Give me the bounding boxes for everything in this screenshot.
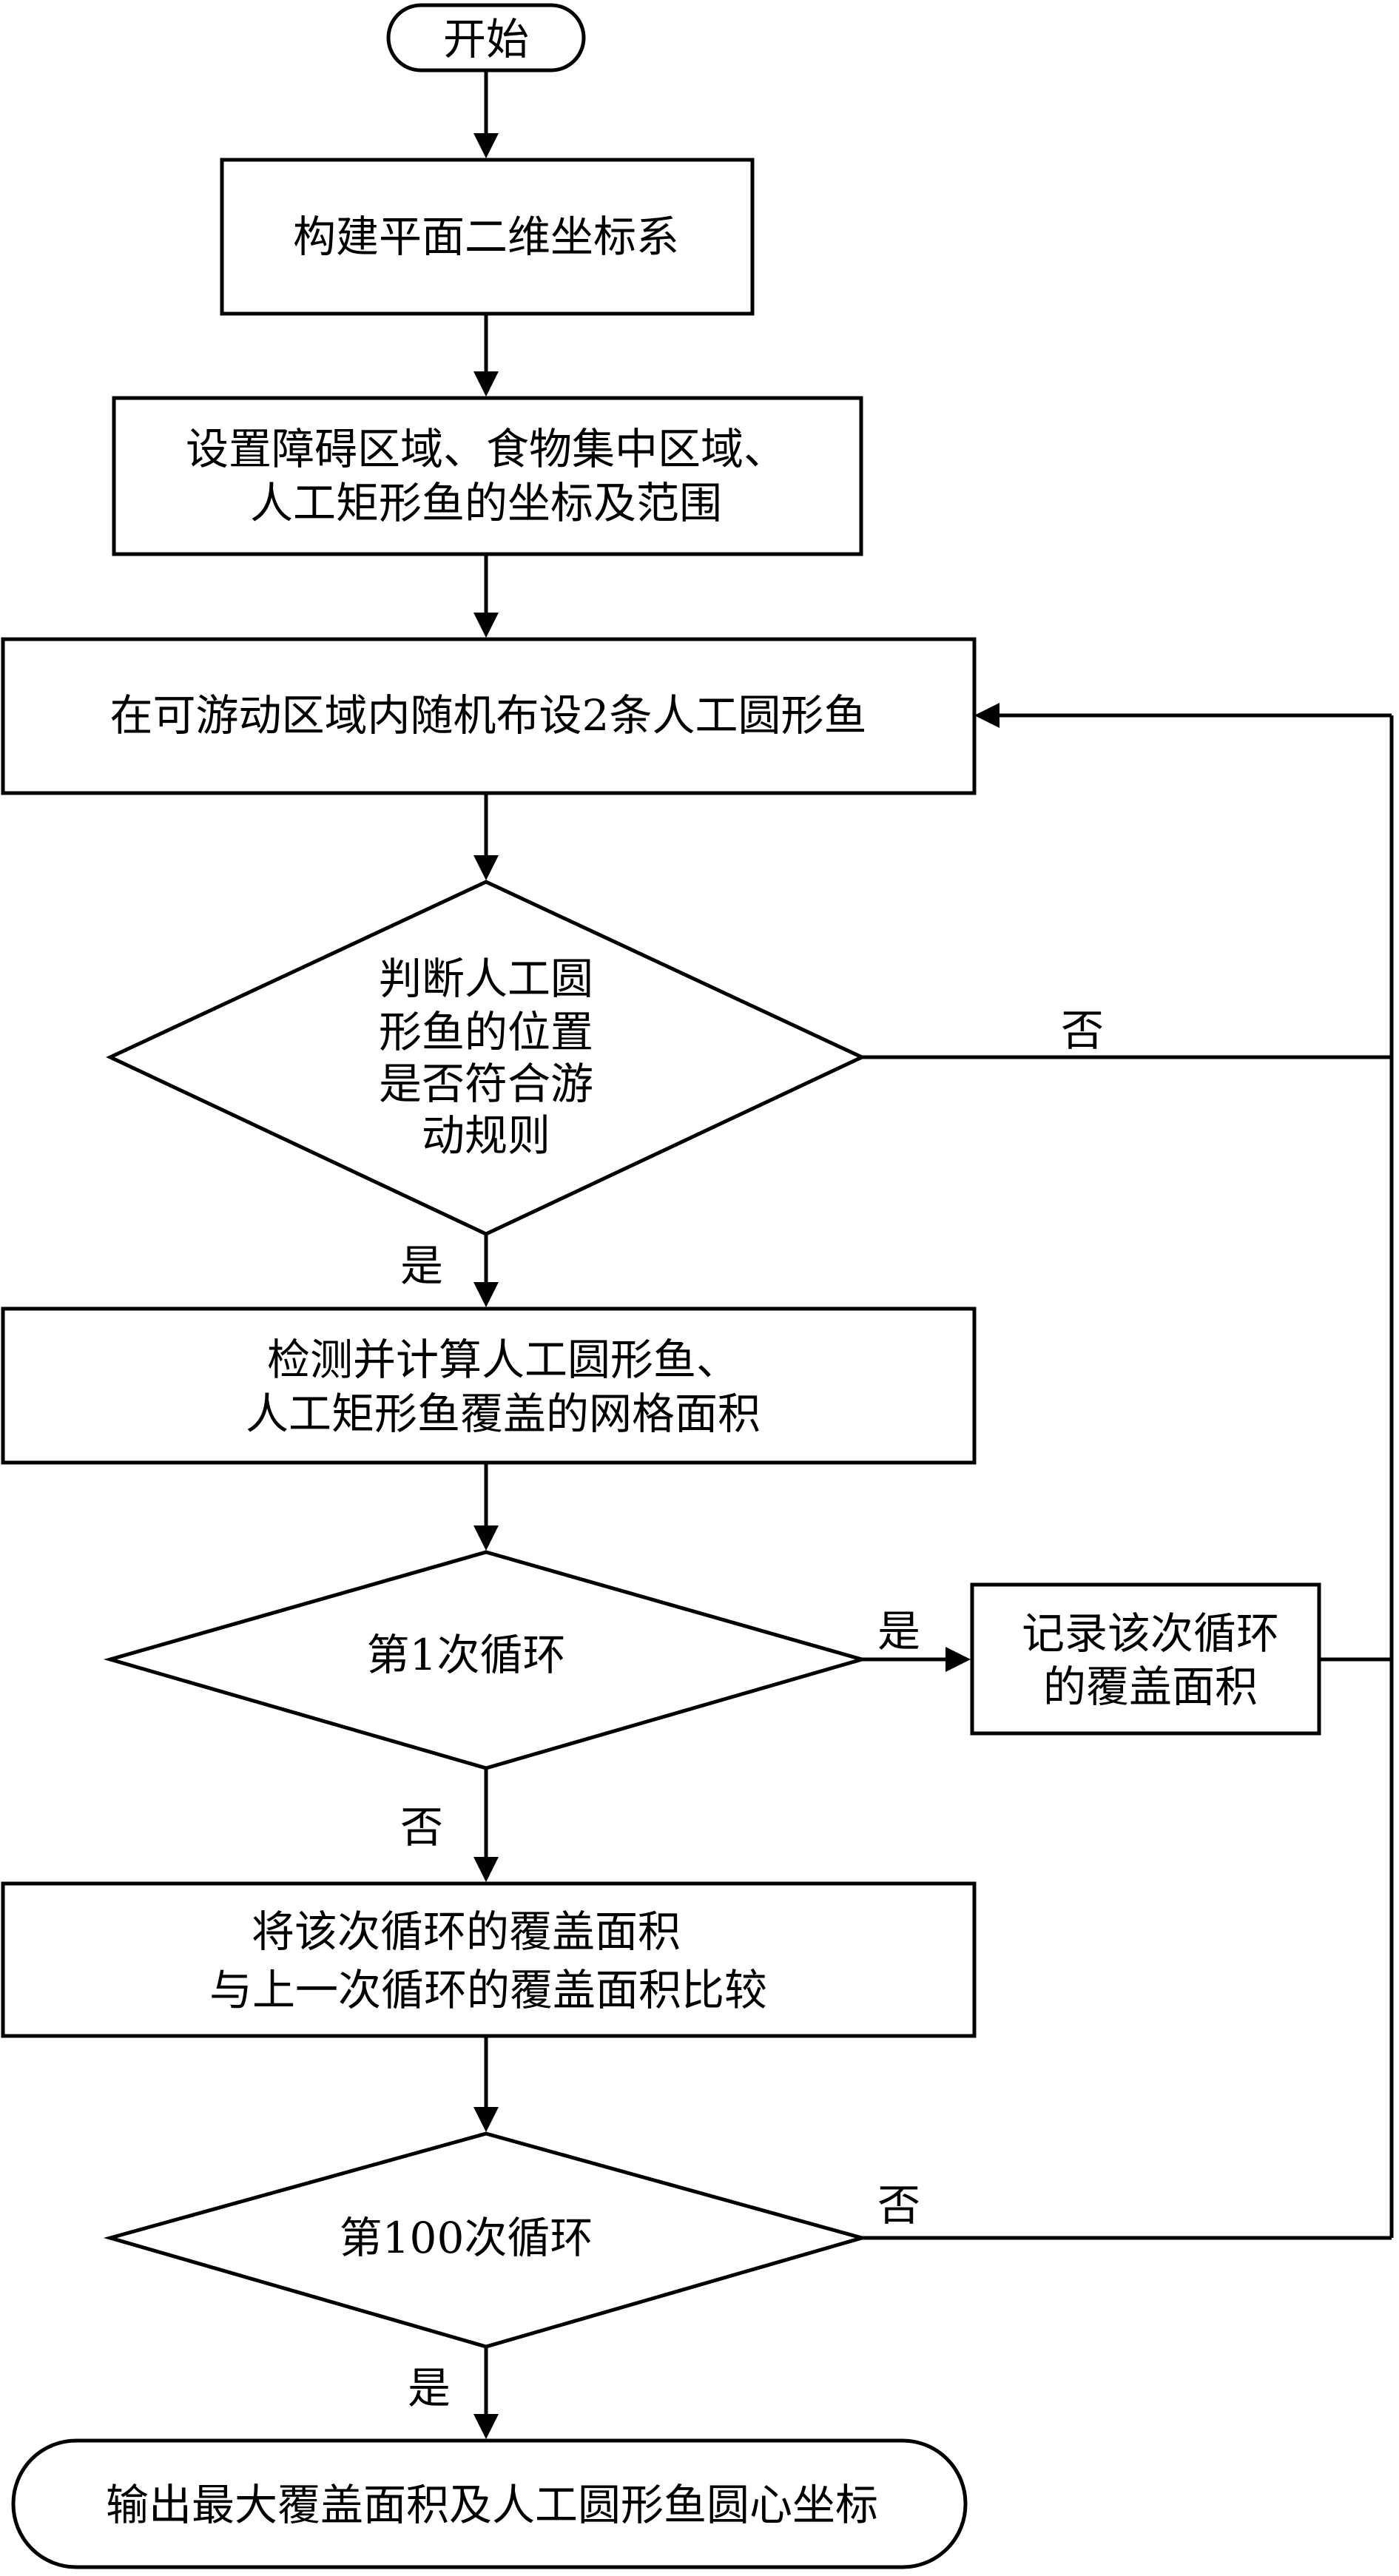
decision-first-loop: 第1次循环: [103, 1550, 869, 1770]
decision-first-label: 第1次循环: [367, 1630, 566, 1680]
start-label: 开始: [443, 14, 529, 64]
step-setup-label-line2: 人工矩形鱼的坐标及范围: [250, 478, 722, 528]
arrowhead: [473, 2414, 499, 2439]
label-no-rules: 否: [1061, 1005, 1104, 1056]
step-compare-label-line2: 与上一次循环的覆盖面积比较: [209, 1965, 767, 2015]
arrowhead: [974, 703, 999, 728]
label-yes-rules: 是: [400, 1241, 443, 1291]
arrowhead: [473, 855, 499, 880]
step-detect-label-line1: 检测并计算人工圆形鱼、: [267, 1335, 739, 1385]
arrowhead: [473, 1857, 499, 1882]
arrowhead: [473, 1282, 499, 1307]
end-label: 输出最大覆盖面积及人工圆形鱼圆心坐标: [106, 2480, 878, 2530]
label-yes-first: 是: [877, 1606, 920, 1656]
arrowhead: [473, 613, 499, 638]
step-detect-label-line2: 人工矩形鱼覆盖的网格面积: [246, 1389, 761, 1439]
label-no-first: 否: [400, 1802, 443, 1852]
step-detect-compute: 检测并计算人工圆形鱼、 人工矩形鱼覆盖的网格面积: [1, 1306, 977, 1465]
step-compare-label-line1: 将该次循环的覆盖面积: [252, 1906, 681, 1957]
connectors: [473, 70, 1394, 2439]
step-record-label-line1: 记录该次循环: [1022, 1608, 1279, 1659]
arrowhead: [945, 1647, 971, 1672]
step-record-label-line2: 的覆盖面积: [1043, 1662, 1258, 1712]
step-coord-label: 构建平面二维坐标系: [293, 212, 679, 262]
decision-swim-rules: 判断人工圆 形鱼的位置 是否符合游 动规则: [106, 880, 866, 1236]
end-terminal: 输出最大覆盖面积及人工圆形鱼圆心坐标: [11, 2438, 968, 2569]
step-setup-regions: 设置障碍区域、食物集中区域、 人工矩形鱼的坐标及范围: [112, 396, 863, 556]
arrowhead: [473, 371, 499, 397]
start-terminal: 开始: [386, 3, 586, 73]
label-yes-hundred: 是: [408, 2363, 451, 2413]
decision-rules-line1: 判断人工圆: [379, 954, 593, 1004]
arrowhead: [473, 1525, 499, 1551]
step-compare-areas: 将该次循环的覆盖面积 与上一次循环的覆盖面积比较: [1, 1881, 977, 2038]
decision-hundredth-loop: 第100次循环: [103, 2131, 869, 2349]
decision-hundred-label: 第100次循环: [340, 2213, 593, 2263]
step-build-coordinate-system: 构建平面二维坐标系: [220, 158, 755, 316]
arrowhead: [473, 2107, 499, 2132]
step-place-label: 在可游动区域内随机布设2条人工圆形鱼: [110, 690, 867, 741]
arrowhead: [473, 133, 499, 158]
step-place-fish: 在可游动区域内随机布设2条人工圆形鱼: [1, 637, 977, 795]
decision-rules-line4: 动规则: [422, 1110, 550, 1161]
branch-labels: 否 是 是 否 否 是: [400, 1005, 1104, 2413]
step-record-area: 记录该次循环 的覆盖面积: [970, 1582, 1321, 1736]
decision-rules-line2: 形鱼的位置: [379, 1007, 593, 1057]
decision-rules-line3: 是否符合游: [379, 1059, 593, 1109]
label-no-hundred: 否: [877, 2180, 920, 2231]
step-setup-label-line1: 设置障碍区域、食物集中区域、: [186, 424, 786, 474]
